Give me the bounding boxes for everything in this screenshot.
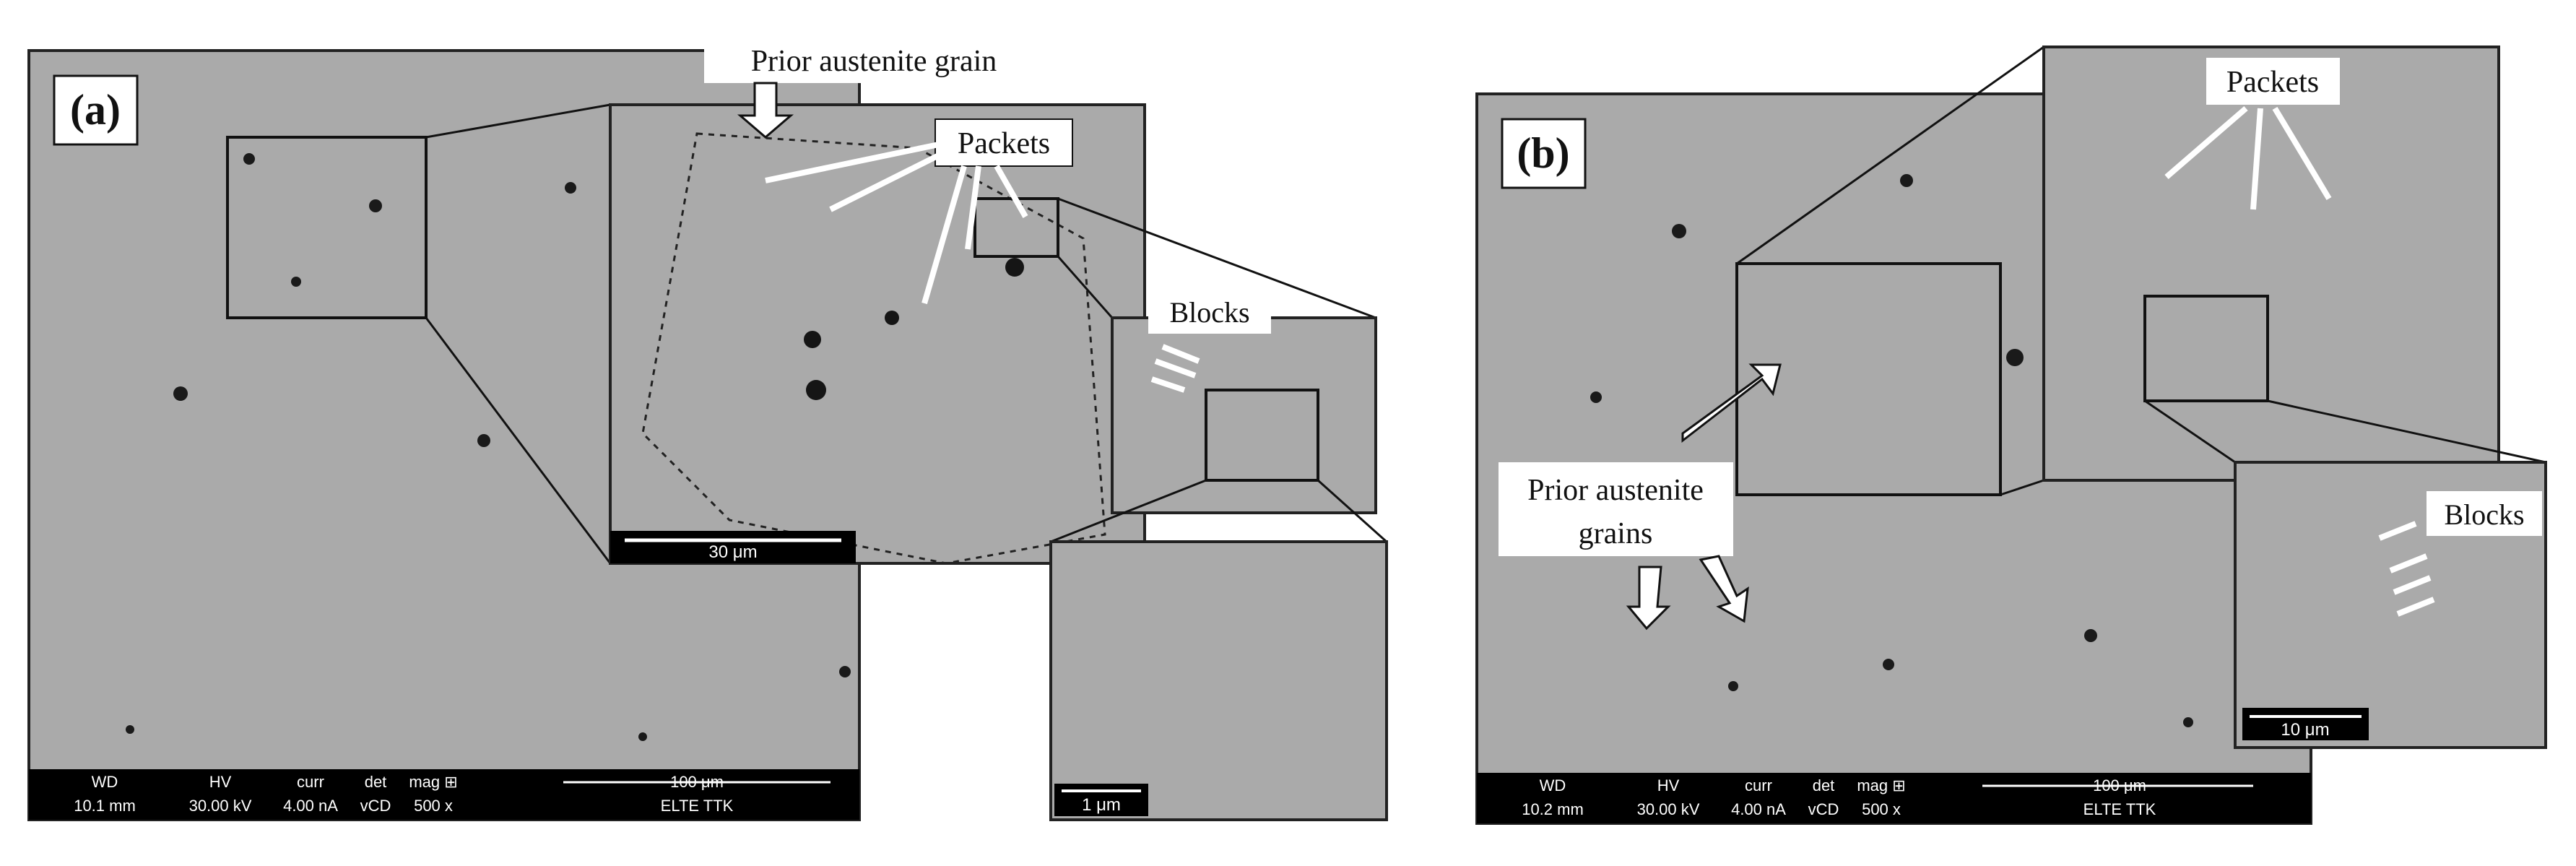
- panel-a-zoom-line-top: [425, 103, 611, 139]
- panel-a-blocks-arrows: [1150, 344, 1200, 393]
- panel-a-callout-prior-austenite: Prior austenite grain: [751, 45, 997, 78]
- panel-a-pores: [126, 153, 851, 741]
- panel-a-label: (a): [70, 86, 121, 134]
- panel-b-callout-blocks: Blocks: [2444, 498, 2524, 531]
- panel-a-scalebar-1: 1 μm: [1082, 795, 1121, 815]
- panel-a-callout-blocks: Blocks: [1169, 296, 1249, 329]
- panel-b-sem-v-wd: 10.2 mm: [1522, 800, 1584, 818]
- panel-a-callout-blocks-bg: [1148, 289, 1271, 334]
- panel-a-sem-h-det: det: [365, 773, 387, 791]
- panel-a-zoom-line-bottom: [425, 317, 612, 564]
- panel-a-sem-bar: 100 μm ELTE TTK WD HV curr det mag ⊞ 10.…: [29, 769, 859, 820]
- panel-a-selection-box: [226, 136, 428, 319]
- panel-a-sem-v-mag: 500 x: [414, 797, 453, 815]
- panel-b-callout-packets: Packets: [2226, 66, 2319, 99]
- panel-a-zoom2-line-bottom: [1057, 256, 1114, 319]
- panel-a-callout-prior-bg: [704, 36, 1044, 83]
- panel-a-sem-h-mag: mag ⊞: [409, 773, 457, 791]
- panel-a-zoom3-line-right: [1317, 479, 1388, 543]
- panel-a-arrow-prior: [737, 82, 794, 139]
- panel-b-sem-h-hv: HV: [1657, 776, 1680, 794]
- panel-b: (b) 10 μm Packets Prior austenite grains: [1475, 46, 2547, 825]
- panel-a-sem-scale: 100 μm: [670, 773, 724, 791]
- panel-b-selection-box: [1735, 262, 2002, 496]
- panel-b-sem-bar: 100 μm ELTE TTK WD HV curr det mag ⊞ 10.…: [1477, 773, 2311, 823]
- panel-b-packets-arrows: [2164, 105, 2332, 210]
- panel-a-sem-h-curr: curr: [297, 773, 324, 791]
- panel-b-sem-h-mag: mag ⊞: [1857, 776, 1905, 794]
- panel-a-zoom2-line-top: [1057, 197, 1376, 319]
- panel-a-scalebar-30: 30 μm: [708, 542, 757, 562]
- panel-a-callout-packets: Packets: [958, 127, 1050, 160]
- panel-b-zoom2-line-left: [2144, 399, 2236, 464]
- panel-b-inset-selection-box: [2143, 295, 2269, 402]
- panel-a: (a) 30 μm 1 μm Prior austenite grain Pac…: [27, 36, 1388, 821]
- panel-a-callout-packets-bg: [934, 118, 1073, 167]
- panel-b-callout-prior-line2: grains: [1579, 517, 1653, 550]
- panel-b-callout-prior-line1: Prior austenite: [1527, 474, 1704, 507]
- panel-a-inset-large: [609, 103, 1146, 565]
- panel-b-pores: [1590, 174, 2193, 727]
- panel-b-zoom-line-bottom: [2000, 479, 2044, 496]
- panel-b-sem-v-det: vCD: [1808, 800, 1839, 818]
- panel-b-arrow-prior-1: [1681, 363, 1782, 443]
- panel-a-blocks-selection-box: [1205, 389, 1319, 482]
- panel-a-sem-h-wd: WD: [92, 773, 118, 791]
- panel-a-inset-pores: [804, 258, 1024, 400]
- panel-a-scalebar-1-bg: [1054, 784, 1148, 816]
- panel-b-label: (b): [1517, 129, 1569, 177]
- panel-a-inset-fine: [1049, 540, 1388, 821]
- panel-b-sem-lab: ELTE TTK: [2083, 800, 2156, 818]
- panel-b-sem-h-wd: WD: [1540, 776, 1566, 794]
- panel-b-arrow-prior-2: [1626, 566, 1671, 631]
- panel-b-arrow-prior-3: [1699, 555, 1749, 623]
- panel-a-sem-v-wd: 10.1 mm: [74, 797, 136, 815]
- panel-b-sem-v-hv: 30.00 kV: [1637, 800, 1700, 818]
- panel-b-sem-h-curr: curr: [1745, 776, 1772, 794]
- panel-b-callout-prior-bg: [1499, 462, 1733, 556]
- panel-b-scalebar-10-bg: [2242, 708, 2369, 740]
- panel-b-zoom-line-top: [1736, 46, 2044, 265]
- panel-a-sem-v-hv: 30.00 kV: [189, 797, 252, 815]
- panel-b-callout-packets-bg: [2206, 58, 2340, 105]
- panel-a-sem-v-det: vCD: [360, 797, 391, 815]
- panel-b-label-box: [1501, 118, 1587, 189]
- panel-a-sem-lab: ELTE TTK: [661, 797, 734, 815]
- panel-a-packets-arrows: [765, 142, 1028, 305]
- panel-b-sem-v-mag: 500 x: [1862, 800, 1901, 818]
- panel-b-inset-large: [2042, 46, 2500, 482]
- panel-b-sem-scale: 100 μm: [2093, 776, 2146, 794]
- panel-a-sem-h-hv: HV: [209, 773, 232, 791]
- panel-a-label-box: [53, 74, 139, 146]
- panel-b-sem-h-det: det: [1813, 776, 1835, 794]
- panel-a-scalebar-30-bg: [610, 531, 856, 563]
- panel-b-blocks-arrows: [2378, 521, 2435, 617]
- panel-b-scalebar-10: 10 μm: [2281, 720, 2329, 740]
- panel-b-sem-v-curr: 4.00 nA: [1731, 800, 1786, 818]
- panel-b-callout-blocks-bg: [2427, 491, 2542, 536]
- panel-b-zoom2-line-right: [2267, 399, 2546, 464]
- panel-a-sem-v-curr: 4.00 nA: [283, 797, 338, 815]
- panel-a-zoom3-line-left: [1050, 479, 1207, 543]
- panel-a-inset-blocks: [1111, 316, 1377, 514]
- panel-a-grain-boundary: [641, 132, 1106, 565]
